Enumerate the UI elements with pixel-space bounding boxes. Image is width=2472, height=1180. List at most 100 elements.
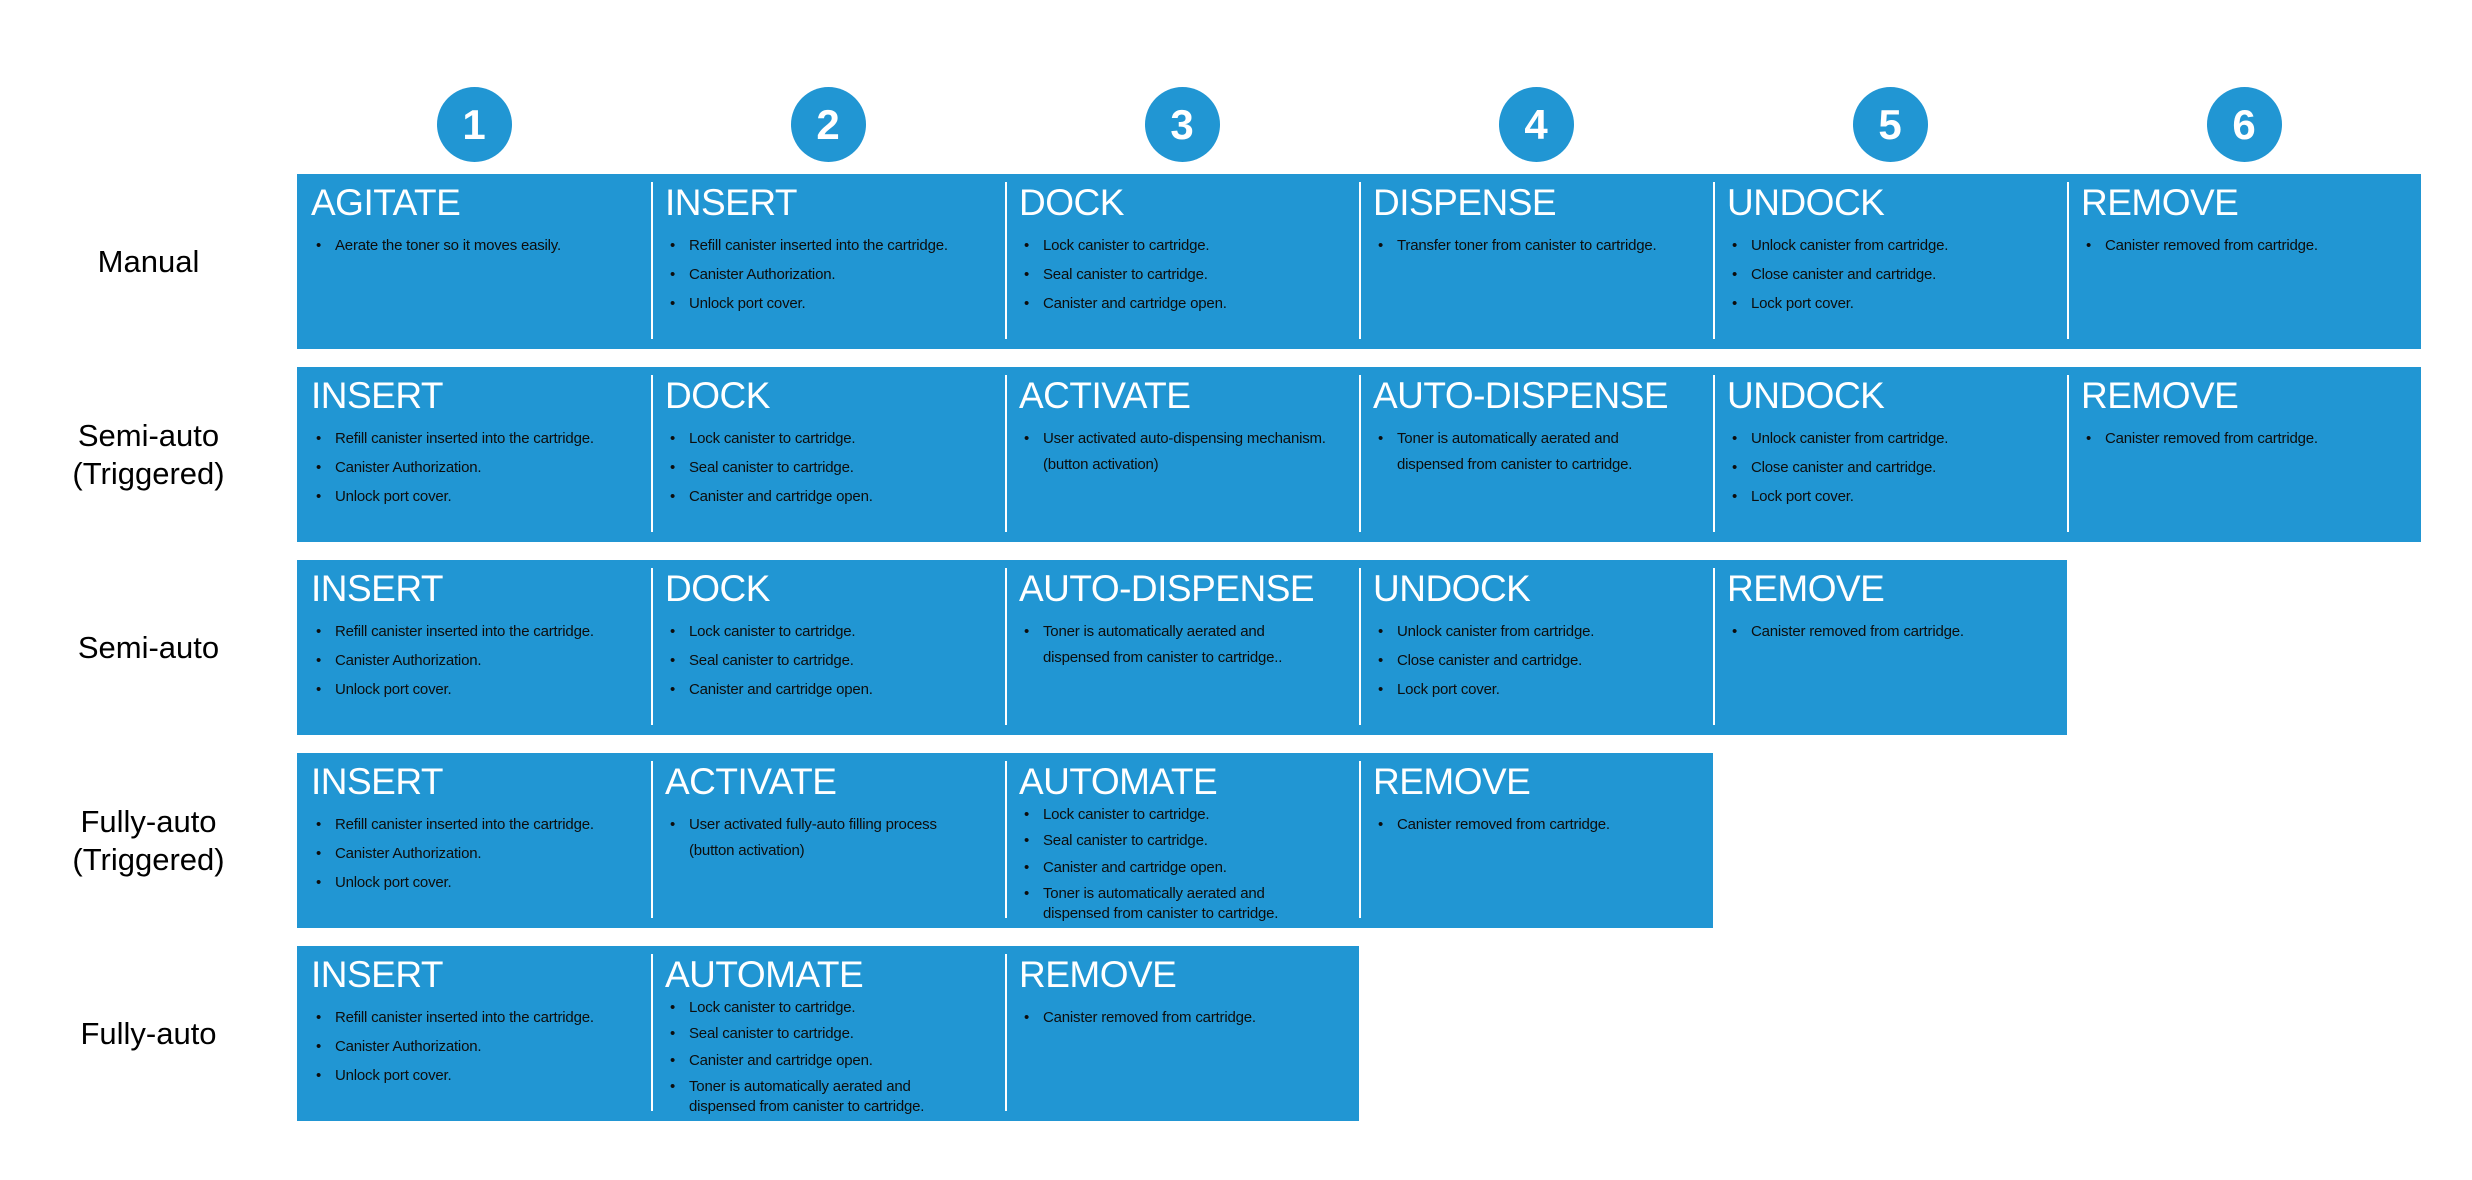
bullet-item: User activated auto-dispensing mechanism… (1019, 426, 1347, 479)
bullet-item: Lock port cover. (1727, 291, 2055, 318)
bullet-item: Unlock canister from cartridge. (1373, 619, 1701, 646)
step-title: AGITATE (311, 182, 461, 223)
bullet-item: Unlock port cover. (311, 484, 639, 511)
bullet-item: Canister Authorization. (311, 455, 639, 482)
step-number-row: 1 2 3 4 5 6 (297, 87, 2421, 162)
bullet-item: User activated fully-auto filling proces… (665, 812, 993, 865)
step-title: UNDOCK (1727, 182, 1885, 223)
step-bullets: Refill canister inserted into the cartri… (311, 426, 639, 511)
step-bullets: Canister removed from cartridge. (1373, 812, 1701, 839)
process-rows: Manual AGITATE Aerate the toner so it mo… (0, 174, 2472, 1139)
step-number-slot: 4 (1359, 87, 1713, 162)
step-number-slot: 6 (2067, 87, 2421, 162)
step-bullets: Unlock canister from cartridge.Close can… (1373, 619, 1701, 704)
step-title: AUTOMATE (665, 954, 864, 995)
step-number-slot: 2 (651, 87, 1005, 162)
bullet-item: Canister and cartridge open. (1019, 858, 1347, 878)
process-step-cell: DISPENSE Transfer toner from canister to… (1359, 174, 1713, 349)
bullet-item: Refill canister inserted into the cartri… (665, 233, 993, 260)
bullet-item: Close canister and cartridge. (1727, 262, 2055, 289)
row-label: Manual (97, 243, 200, 279)
step-title: INSERT (311, 954, 444, 995)
step-title: REMOVE (2081, 375, 2239, 416)
bullet-item: Close canister and cartridge. (1373, 648, 1701, 675)
process-step-cell: UNDOCK Unlock canister from cartridge.Cl… (1713, 174, 2067, 349)
bullet-item: Canister and cartridge open. (1019, 291, 1347, 318)
bullet-item: Canister Authorization. (311, 1034, 639, 1061)
bullet-item: Canister Authorization. (311, 648, 639, 675)
bullet-item: Unlock port cover. (311, 677, 639, 704)
process-step-cell: DOCK Lock canister to cartridge.Seal can… (651, 367, 1005, 542)
bullet-item: Canister removed from cartridge. (1727, 619, 2055, 646)
step-title: REMOVE (1373, 761, 1531, 802)
bullet-item: Toner is automatically aerated and dispe… (1019, 619, 1347, 672)
step-number-slot: 1 (297, 87, 651, 162)
bullet-item: Refill canister inserted into the cartri… (311, 619, 639, 646)
bullet-item: Canister removed from cartridge. (2081, 426, 2409, 453)
bullet-item: Unlock canister from cartridge. (1727, 426, 2055, 453)
process-step-cell: REMOVE Canister removed from cartridge. (2067, 367, 2421, 542)
step-title: REMOVE (2081, 182, 2239, 223)
bullet-item: Seal canister to cartridge. (1019, 262, 1347, 289)
process-step-cell: REMOVE Canister removed from cartridge. (1005, 946, 1359, 1121)
step-title: UNDOCK (1727, 375, 1885, 416)
step-bullets: Lock canister to cartridge.Seal canister… (1019, 233, 1347, 318)
process-step-cell: REMOVE Canister removed from cartridge. (1713, 560, 2067, 735)
bullet-item: Canister Authorization. (665, 262, 993, 289)
bullet-item: Canister removed from cartridge. (1019, 1005, 1347, 1032)
process-step-cell: INSERT Refill canister inserted into the… (297, 560, 651, 735)
row-band: INSERT Refill canister inserted into the… (297, 560, 2067, 735)
bullet-item: Lock canister to cartridge. (665, 426, 993, 453)
process-row: Semi-auto (Triggered) INSERT Refill cani… (0, 367, 2472, 542)
step-number-badge: 4 (1498, 87, 1574, 162)
row-label: Fully-auto (80, 1015, 217, 1051)
step-bullets: Transfer toner from canister to cartridg… (1373, 233, 1701, 260)
step-bullets: Refill canister inserted into the cartri… (665, 233, 993, 318)
step-title: REMOVE (1019, 954, 1177, 995)
bullet-item: Unlock canister from cartridge. (1727, 233, 2055, 260)
process-row: Manual AGITATE Aerate the toner so it mo… (0, 174, 2472, 349)
process-step-cell: AUTOMATE Lock canister to cartridge.Seal… (1005, 753, 1359, 928)
row-band: AGITATE Aerate the toner so it moves eas… (297, 174, 2421, 349)
process-step-cell: UNDOCK Unlock canister from cartridge.Cl… (1359, 560, 1713, 735)
step-bullets: Canister removed from cartridge. (2081, 233, 2409, 260)
bullet-item: Seal canister to cartridge. (665, 648, 993, 675)
step-title: DISPENSE (1373, 182, 1557, 223)
bullet-item: Lock port cover. (1727, 484, 2055, 511)
bullet-item: Seal canister to cartridge. (665, 455, 993, 482)
step-title: DOCK (665, 568, 770, 609)
bullet-item: Seal canister to cartridge. (1019, 831, 1347, 851)
step-title: DOCK (1019, 182, 1124, 223)
row-band: INSERT Refill canister inserted into the… (297, 753, 1713, 928)
process-step-cell: DOCK Lock canister to cartridge.Seal can… (1005, 174, 1359, 349)
process-row: Semi-auto INSERT Refill canister inserte… (0, 560, 2472, 735)
step-number-badge: 2 (790, 87, 866, 162)
process-step-cell: INSERT Refill canister inserted into the… (651, 174, 1005, 349)
step-bullets: Aerate the toner so it moves easily. (311, 233, 639, 260)
step-title: DOCK (665, 375, 770, 416)
process-step-cell: REMOVE Canister removed from cartridge. (2067, 174, 2421, 349)
bullet-item: Aerate the toner so it moves easily. (311, 233, 639, 260)
bullet-item: Lock port cover. (1373, 677, 1701, 704)
bullet-item: Lock canister to cartridge. (1019, 233, 1347, 260)
row-label: Semi-auto (Triggered) (72, 418, 225, 491)
step-bullets: Lock canister to cartridge.Seal canister… (665, 998, 993, 1117)
step-number-badge: 6 (2206, 87, 2282, 162)
step-bullets: Canister removed from cartridge. (1019, 1005, 1347, 1032)
step-number-badge: 1 (436, 87, 512, 162)
row-label: Semi-auto (77, 629, 220, 665)
bullet-item: Unlock port cover. (665, 291, 993, 318)
bullet-item: Unlock port cover. (311, 870, 639, 897)
process-step-cell: UNDOCK Unlock canister from cartridge.Cl… (1713, 367, 2067, 542)
step-bullets: Lock canister to cartridge.Seal canister… (665, 619, 993, 704)
step-bullets: Refill canister inserted into the cartri… (311, 812, 639, 897)
process-row: Fully-auto (Triggered) INSERT Refill can… (0, 753, 2472, 928)
step-title: INSERT (311, 375, 444, 416)
process-step-cell: AUTO-DISPENSE Toner is automatically aer… (1359, 367, 1713, 542)
step-bullets: User activated fully-auto filling proces… (665, 812, 993, 865)
bullet-item: Toner is automatically aerated and dispe… (1019, 884, 1347, 923)
process-step-cell: AUTOMATE Lock canister to cartridge.Seal… (651, 946, 1005, 1121)
bullet-item: Canister Authorization. (311, 841, 639, 868)
step-bullets: Unlock canister from cartridge.Close can… (1727, 233, 2055, 318)
